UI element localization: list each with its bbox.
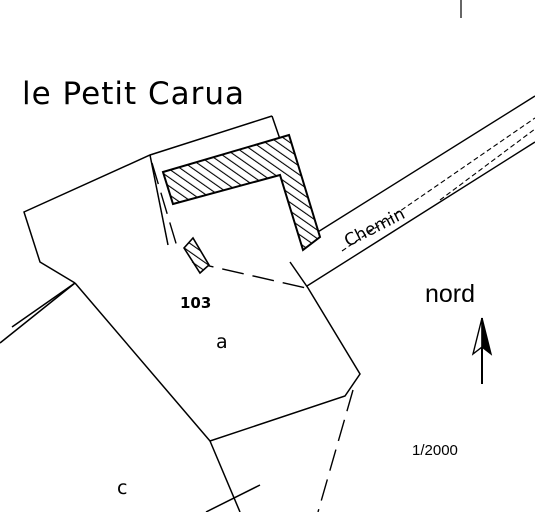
- scale-label: 1/2000: [412, 442, 458, 459]
- road-chemin: [306, 95, 535, 287]
- hatched-building: [161, 133, 322, 252]
- dashed-divisions: [151, 162, 354, 512]
- subparcel-c-label: c: [117, 477, 127, 499]
- hatched-annex: [182, 236, 211, 275]
- north-arrow-icon: [471, 317, 493, 384]
- place-name-label: le Petit Carua: [22, 76, 245, 112]
- parcel-number: 103: [180, 294, 211, 312]
- north-label: nord: [425, 280, 475, 308]
- subparcel-a-label: a: [216, 331, 228, 353]
